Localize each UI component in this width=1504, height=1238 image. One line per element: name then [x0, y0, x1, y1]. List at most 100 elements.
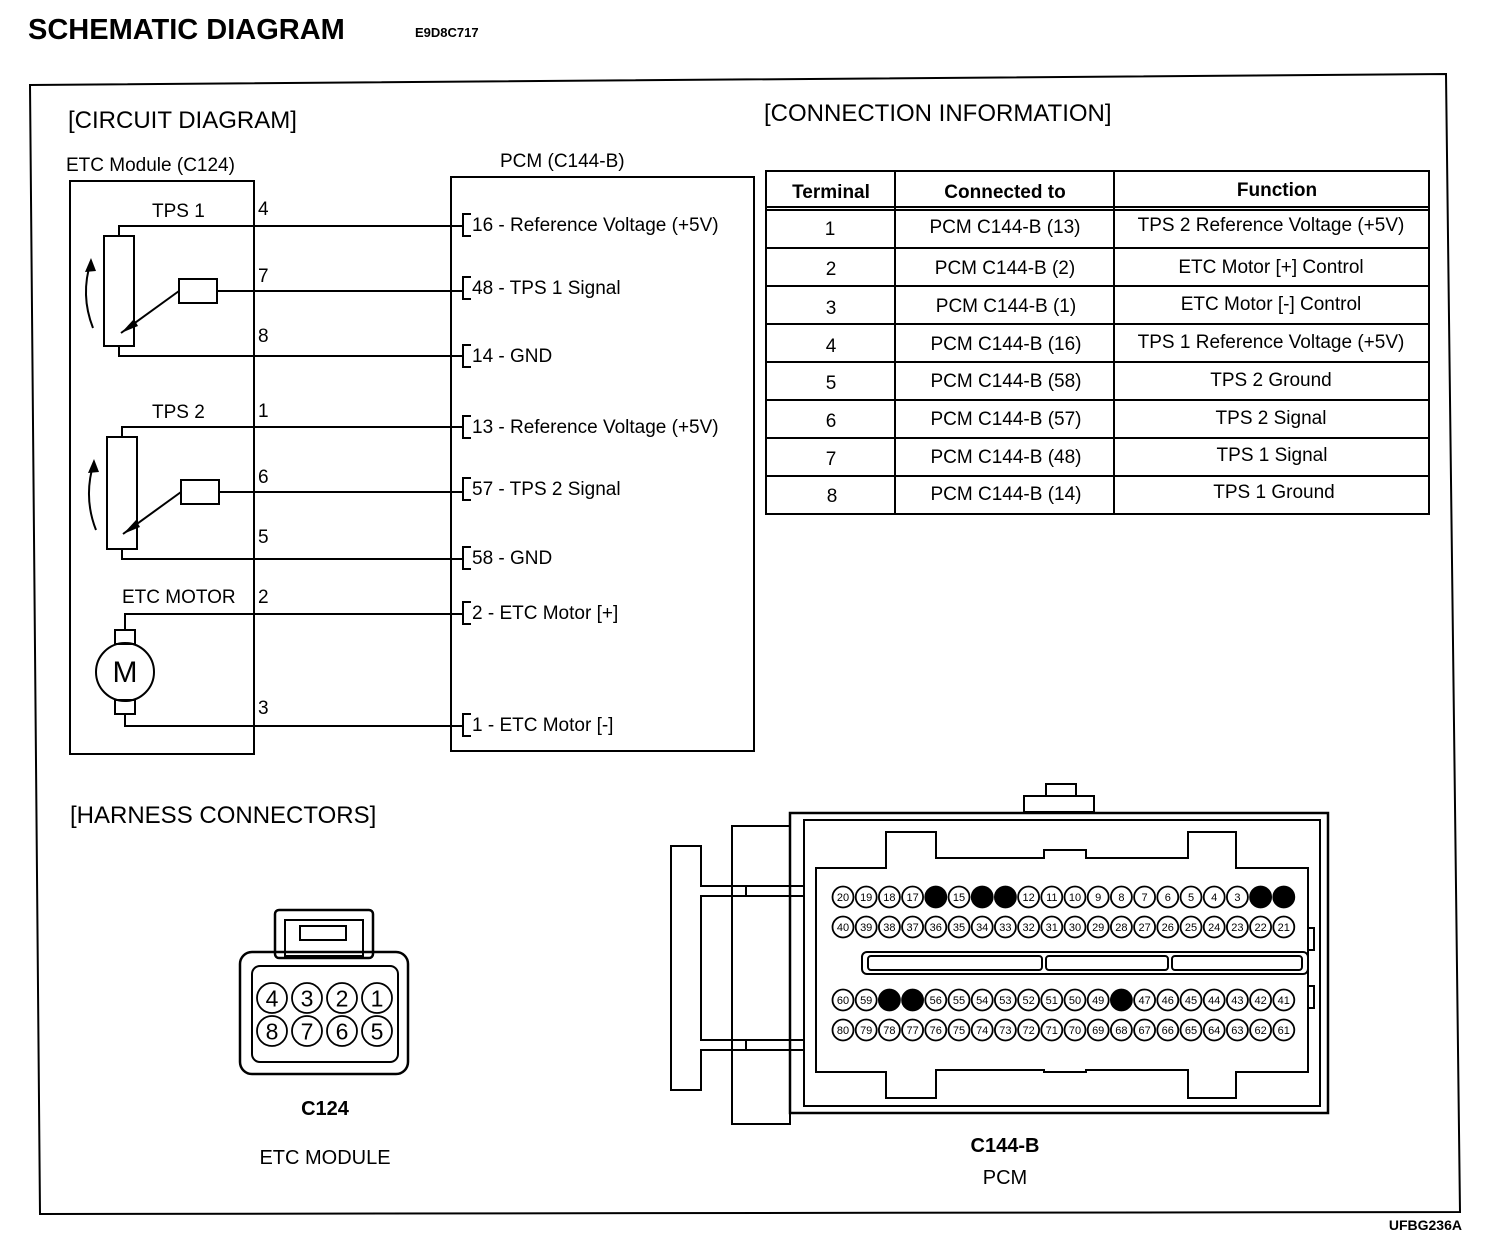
c124-description: ETC MODULE [259, 1147, 390, 1169]
pin [994, 988, 1017, 1012]
pin-label: 70 [1069, 1025, 1081, 1037]
pin-label: 45 [1185, 995, 1197, 1007]
pin-unused [970, 885, 994, 909]
table-row: 8 PCM C144-B (14) TPS 1 Ground [827, 482, 1335, 507]
table-cell: 7 [826, 449, 837, 470]
pin [1040, 1018, 1064, 1042]
pin [854, 1018, 878, 1042]
pin-label: 23 [1231, 922, 1243, 934]
pin [1086, 1018, 1110, 1042]
tps1-wiper-block [178, 278, 218, 304]
pin [878, 915, 901, 939]
pin [994, 1018, 1017, 1042]
pin-label: 6 [1165, 892, 1171, 904]
pin [1017, 915, 1040, 939]
pin-label: 24 [1208, 922, 1220, 934]
pin [1179, 1018, 1203, 1042]
pin [1156, 1018, 1180, 1042]
pin-number: 3 [258, 698, 269, 719]
pin [901, 885, 924, 909]
pin-label: 52 [1022, 995, 1034, 1007]
pin [924, 988, 948, 1012]
pin [1179, 885, 1203, 909]
pin [924, 1018, 948, 1042]
harness-section-title: [HARNESS CONNECTORS] [70, 802, 376, 829]
pin [1110, 915, 1133, 939]
pin [854, 915, 878, 939]
pin [1156, 915, 1180, 939]
table-row: 3 PCM C144-B (1) ETC Motor [-] Control [826, 294, 1362, 319]
pin [1086, 915, 1110, 939]
pin-label: 22 [1254, 922, 1266, 934]
pin-label: 7 [1142, 892, 1148, 904]
page-title: SCHEMATIC DIAGRAM [28, 14, 345, 46]
pin-number: 1 [258, 401, 269, 422]
c144b-name: C144-B [971, 1135, 1040, 1157]
pin [326, 1015, 358, 1047]
etc-module-box [69, 180, 255, 755]
pin-label: 41 [1278, 995, 1290, 1007]
pin [854, 988, 878, 1012]
table-row: 1 PCM C144-B (13) TPS 2 Reference Voltag… [825, 215, 1405, 240]
table-header: Connected to [944, 182, 1065, 203]
pcm-pin-label: 48 - TPS 1 Signal [472, 278, 621, 299]
table-cell: 4 [826, 336, 837, 357]
table-cell: PCM C144-B (1) [936, 296, 1076, 317]
pin [1249, 915, 1272, 939]
pin [1202, 988, 1226, 1012]
pin [970, 915, 994, 939]
pin [1086, 988, 1110, 1012]
pin-label: 3 [1234, 892, 1240, 904]
pin [1179, 988, 1203, 1012]
pin [1110, 885, 1133, 909]
pin-label: 65 [1185, 1025, 1197, 1037]
table-cell: PCM C144-B (16) [931, 334, 1082, 355]
pin-label: 55 [953, 995, 965, 1007]
pin [947, 988, 971, 1012]
pin-label: 63 [1231, 1025, 1243, 1037]
pin-label: 26 [1162, 922, 1174, 934]
pin [947, 1018, 971, 1042]
pin [291, 1015, 323, 1047]
pin-label: 21 [1278, 922, 1290, 934]
pin-label: 34 [976, 922, 988, 934]
pin-unused [1249, 885, 1272, 909]
pin-number: 2 [258, 587, 269, 608]
c144b-description: PCM [983, 1167, 1027, 1189]
pin [1086, 885, 1110, 909]
table-row: 2 PCM C144-B (2) ETC Motor [+] Control [826, 257, 1364, 280]
pin-label: 36 [930, 922, 942, 934]
pin [291, 982, 323, 1014]
etc-motor: ETC MOTOR M [95, 587, 463, 727]
pin [831, 915, 855, 939]
pin [361, 1015, 393, 1047]
pin [1156, 885, 1180, 909]
pin [970, 988, 994, 1012]
figure-code: UFBG236A [1389, 1217, 1462, 1233]
pin [1156, 988, 1180, 1012]
pin-label: 54 [976, 995, 988, 1007]
pin-label: 47 [1138, 995, 1150, 1007]
pcm-label: PCM (C144-B) [500, 151, 625, 172]
pin [1063, 988, 1087, 1012]
pin [1017, 885, 1040, 909]
pin-label: 71 [1046, 1025, 1058, 1037]
table-cell: PCM C144-B (2) [935, 258, 1075, 279]
circuit-section-title: [CIRCUIT DIAGRAM] [68, 107, 297, 134]
c124-name: C124 [301, 1098, 350, 1120]
pcm-pin-label: 13 - Reference Voltage (+5V) [472, 417, 719, 438]
tps1-label: TPS 1 [152, 201, 205, 222]
pin-label: 25 [1185, 922, 1197, 934]
table-row: 6 PCM C144-B (57) TPS 2 Signal [826, 408, 1327, 432]
pin-unused [901, 988, 924, 1012]
pin [1133, 1018, 1156, 1042]
table-cell: PCM C144-B (48) [931, 447, 1082, 468]
motor-label: ETC MOTOR [122, 587, 236, 608]
pin-number: 8 [258, 326, 269, 347]
pin [361, 982, 393, 1014]
pin [1110, 1018, 1133, 1042]
pin-label: 2 [336, 985, 349, 1011]
pin-label: 4 [1211, 892, 1217, 904]
